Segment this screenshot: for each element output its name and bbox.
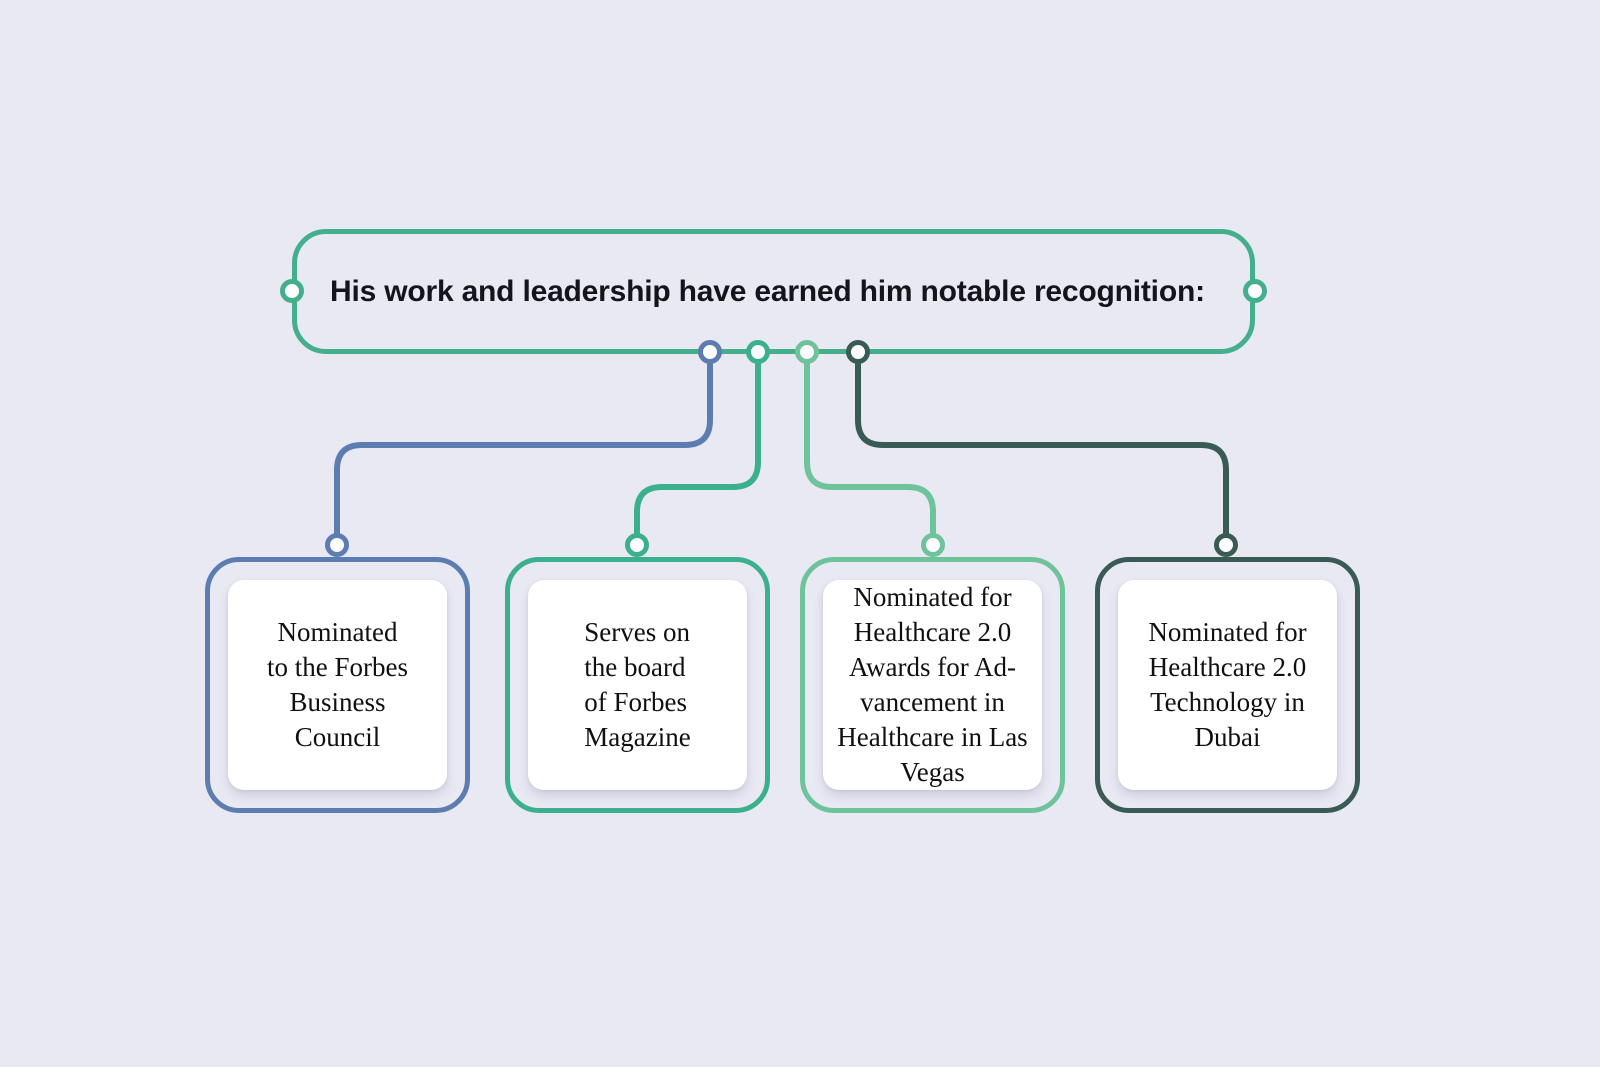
card-inner-panel: Serves on the board of Forbes Magazine [528,580,747,790]
connector-path-1 [334,349,713,548]
connector-path-4 [855,349,1229,548]
card-forbes-magazine-board[interactable]: Serves on the board of Forbes Magazine [505,557,770,813]
card-label: Nominated for Healthcare 2.0 Awards for … [837,581,1028,788]
branch-dot-1[interactable] [698,340,722,364]
card-forbes-business-council[interactable]: Nominated to the Forbes Business Council [205,557,470,813]
card-inner-panel: Nominated for Healthcare 2.0 Awards for … [823,580,1042,790]
branch-dot-4[interactable] [846,340,870,364]
card-healthcare-technology-dubai[interactable]: Nominated for Healthcare 2.0 Technology … [1095,557,1360,813]
card-dot-4[interactable] [1214,533,1238,557]
header-left-endpoint [280,279,304,303]
card-label: Serves on the board of Forbes Magazine [584,616,691,753]
card-dot-2[interactable] [625,533,649,557]
card-label: Nominated for Healthcare 2.0 Technology … [1148,616,1307,753]
card-label: Nominated to the Forbes Business Council [267,616,408,753]
branch-dot-2[interactable] [746,340,770,364]
card-dot-3[interactable] [921,533,945,557]
connector-path-2 [634,349,761,548]
card-inner-panel: Nominated to the Forbes Business Council [228,580,447,790]
card-healthcare-awards-las-vegas[interactable]: Nominated for Healthcare 2.0 Awards for … [800,557,1065,813]
card-inner-panel: Nominated for Healthcare 2.0 Technology … [1118,580,1337,790]
page-title: His work and leadership have earned him … [330,275,1205,308]
card-dot-1[interactable] [325,533,349,557]
header-right-endpoint [1243,279,1267,303]
branch-dot-3[interactable] [795,340,819,364]
connector-path-3 [804,349,936,548]
